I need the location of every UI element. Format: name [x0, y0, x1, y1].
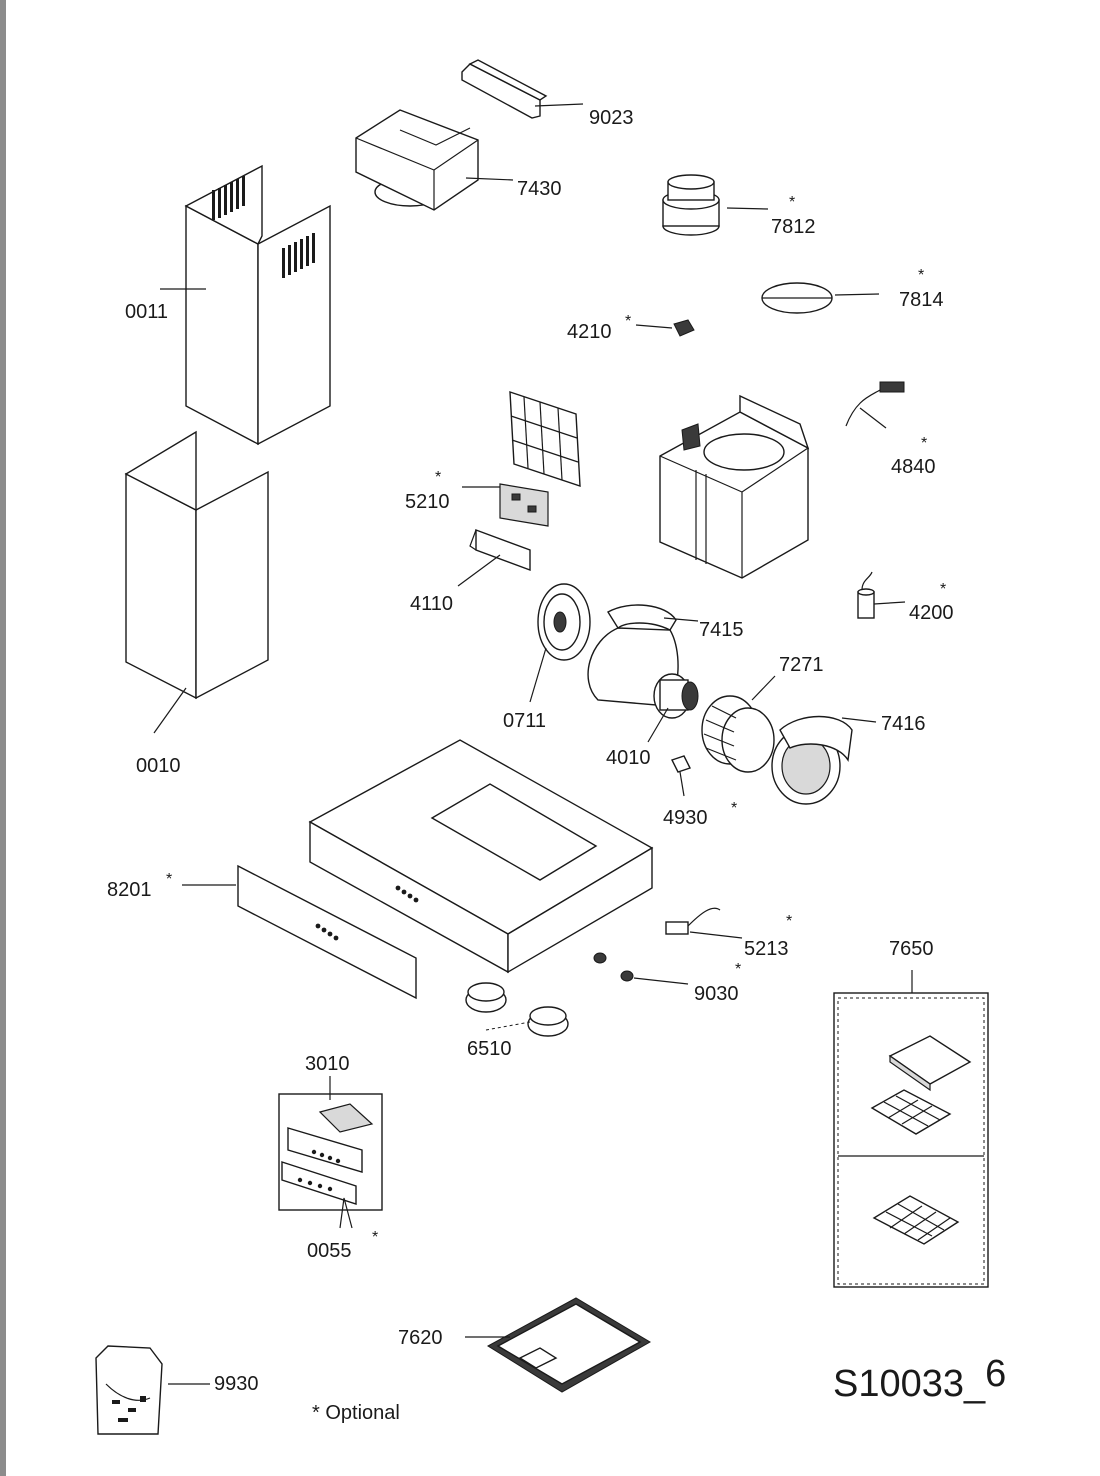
label-9023: 9023 [589, 107, 634, 129]
optional-note: * Optional [312, 1402, 400, 1424]
drawing-code-suffix: 6 [985, 1353, 1007, 1395]
part-0711-back-plate [529, 583, 591, 703]
part-motor-housing-frame [659, 394, 810, 579]
part-filter-grille [509, 391, 581, 487]
part-4110-cover [457, 528, 531, 587]
optional-star-0055: * [372, 1229, 379, 1246]
part-0011-upper-chimney [160, 164, 331, 446]
part-8201-front-panel [182, 864, 417, 1000]
optional-star-5210: * [435, 469, 442, 486]
part-9023-bracket [461, 59, 584, 119]
optional-star-4200: * [940, 581, 947, 598]
part-7271-impeller [701, 675, 776, 773]
label-8201: 8201 [107, 879, 152, 901]
optional-star-4930: * [731, 800, 738, 817]
label-0711: 0711 [503, 710, 547, 732]
part-4200-capacitor [857, 571, 906, 619]
label-4110: 4110 [410, 593, 454, 615]
part-7416-volute-right [771, 715, 877, 805]
label-4010: 4010 [606, 747, 651, 769]
optional-star-9030: * [735, 961, 742, 978]
label-7814: 7814 [899, 289, 944, 311]
label-7430: 7430 [517, 178, 562, 200]
label-4840: 4840 [891, 456, 936, 478]
part-7620-grease-filter [465, 1297, 651, 1393]
label-0010: 0010 [136, 755, 181, 777]
left-edge-bar [0, 0, 6, 1476]
label-3010: 3010 [305, 1053, 350, 1075]
part-7812-collar [662, 174, 769, 236]
optional-star-4840: * [921, 435, 928, 452]
label-0011: 0011 [125, 301, 169, 323]
part-7650-filter-kit [833, 970, 989, 1288]
label-7415: 7415 [699, 619, 744, 641]
optional-star-7814: * [918, 267, 925, 284]
label-5213: 5213 [744, 938, 789, 960]
part-6510-knobs [465, 982, 569, 1037]
label-7271: 7271 [779, 654, 824, 676]
label-6510: 6510 [467, 1038, 512, 1060]
part-9030-feet [593, 952, 689, 985]
drawing-code: S10033_6 [833, 1354, 1006, 1405]
optional-star-7812: * [789, 194, 796, 211]
label-9930: 9930 [214, 1373, 259, 1395]
part-7814-valve-disc [761, 282, 880, 314]
part-hood-body [308, 739, 654, 974]
part-9930-screw-bag [95, 1345, 210, 1435]
label-4210: 4210 [567, 321, 612, 343]
label-0055: 0055 [307, 1240, 352, 1262]
label-7620: 7620 [398, 1327, 443, 1349]
label-9030: 9030 [694, 983, 739, 1005]
part-5210-control-board [462, 483, 549, 527]
part-0010-lower-chimney [124, 430, 269, 734]
part-4840-cable [845, 381, 905, 429]
part-3010-control-kit [278, 1076, 383, 1229]
part-4010-motor [647, 673, 699, 743]
label-7416: 7416 [881, 713, 926, 735]
part-4210-switch [635, 319, 695, 337]
drawing-code-main: S10033_ [833, 1363, 986, 1405]
part-7430-air-outlet [355, 109, 514, 211]
part-5213-wire [665, 907, 743, 939]
part-4930-component [671, 755, 691, 797]
optional-star-4210: * [625, 313, 632, 330]
optional-star-5213: * [786, 913, 793, 930]
label-7650: 7650 [889, 938, 934, 960]
label-5210: 5210 [405, 491, 450, 513]
optional-star-8201: * [166, 871, 173, 888]
label-4200: 4200 [909, 602, 954, 624]
label-7812: 7812 [771, 216, 816, 238]
label-4930: 4930 [663, 807, 708, 829]
